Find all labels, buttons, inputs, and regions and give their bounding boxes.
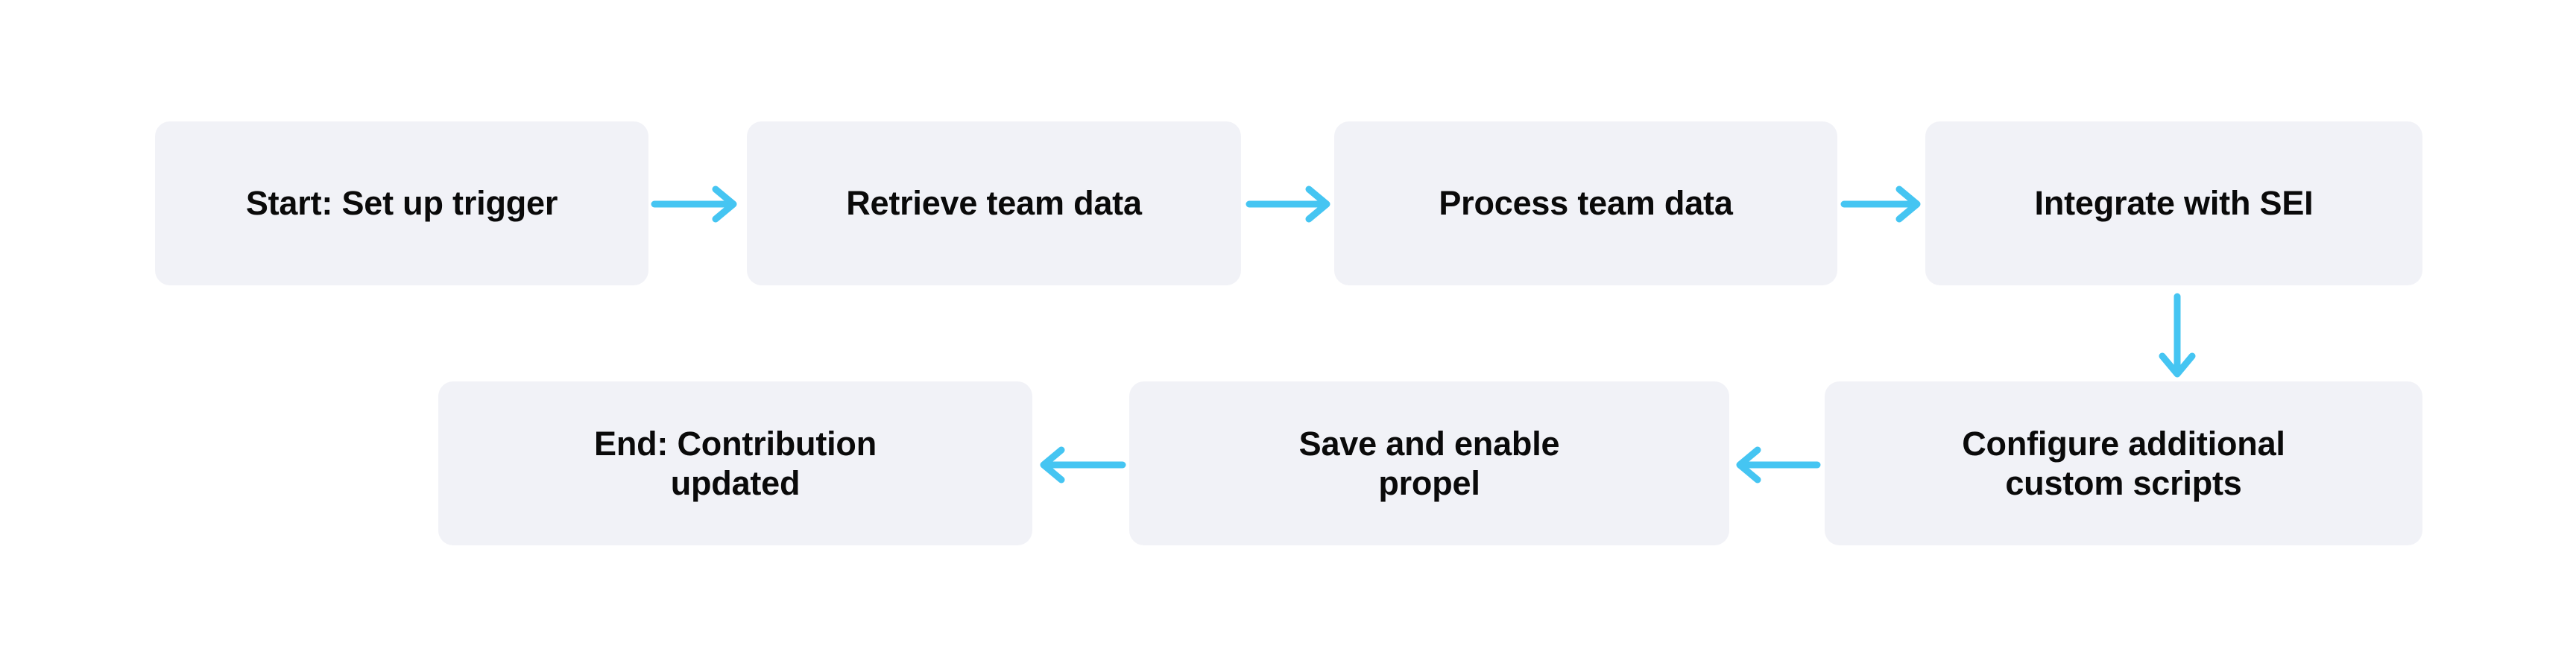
connector-start-to-retrieve-arrow-right-icon [650, 185, 739, 223]
connector-save-to-end-arrow-left-icon [1038, 446, 1127, 484]
flow-node-start[interactable]: Start: Set up trigger [155, 121, 648, 285]
flow-node-label: Retrieve team data [846, 184, 1142, 223]
connector-retrieve-to-process-arrow-right-icon [1245, 185, 1333, 223]
flow-node-configure-custom-scripts[interactable]: Configure additional custom scripts [1825, 381, 2422, 545]
flow-node-integrate-with-sei[interactable]: Integrate with SEI [1925, 121, 2422, 285]
connector-configure-to-save-arrow-left-icon [1734, 446, 1822, 484]
connector-process-to-integrate-arrow-right-icon [1840, 185, 1923, 223]
flow-node-save-and-enable-propel[interactable]: Save and enable propel [1129, 381, 1729, 545]
flow-node-label: Process team data [1439, 184, 1733, 223]
flow-node-process-team-data[interactable]: Process team data [1334, 121, 1837, 285]
flow-node-end-contribution-updated[interactable]: End: Contribution updated [438, 381, 1032, 545]
connector-integrate-to-configure-arrow-down-icon [2158, 292, 2197, 380]
flow-node-label: Save and enable propel [1298, 424, 1560, 502]
flow-node-label: End: Contribution updated [594, 424, 877, 502]
flow-node-label: Integrate with SEI [2034, 184, 2314, 223]
flow-node-label: Start: Set up trigger [245, 184, 558, 223]
flow-node-label: Configure additional custom scripts [1962, 424, 2285, 502]
flow-node-retrieve-team-data[interactable]: Retrieve team data [747, 121, 1241, 285]
